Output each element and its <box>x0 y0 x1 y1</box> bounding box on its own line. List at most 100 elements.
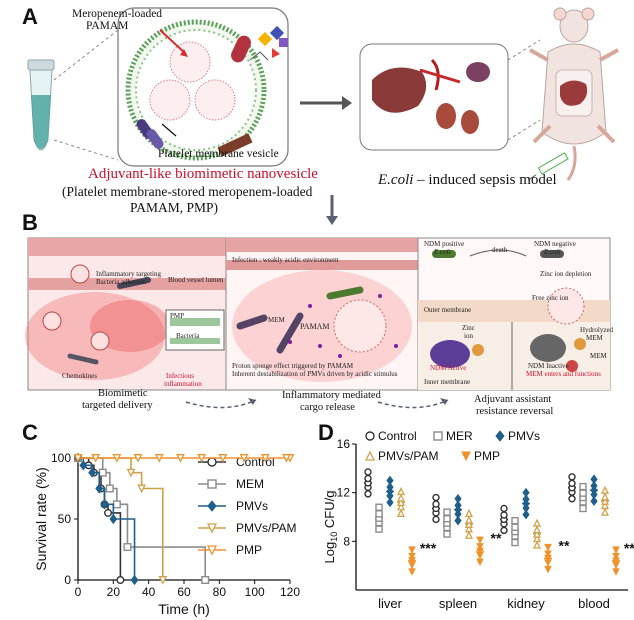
panel-a-illustration <box>27 7 619 225</box>
data-point <box>454 500 462 511</box>
legend-marker <box>207 479 217 489</box>
y-tick-label: 12 <box>337 486 351 500</box>
data-point <box>126 468 136 478</box>
data-point <box>364 474 372 483</box>
data-point <box>590 474 598 485</box>
data-point <box>116 575 125 584</box>
data-point <box>464 519 474 528</box>
pmp-box-label: PMP <box>170 312 185 320</box>
data-point <box>432 493 440 502</box>
data-point <box>443 530 451 538</box>
panel-b-illustration <box>25 237 611 409</box>
data-point <box>154 454 164 463</box>
category-label: liver <box>378 596 403 611</box>
significance-label: *** <box>624 540 634 556</box>
data-point <box>88 467 97 478</box>
data-point <box>532 533 542 543</box>
ndm-active-label: NDM Active <box>430 364 467 372</box>
nanovesicle-title: Adjuvant-like biomimetic nanovesicle <box>88 166 318 182</box>
mem-right-label: MEM <box>590 352 607 360</box>
data-point <box>112 454 122 463</box>
data-point <box>500 504 508 513</box>
legend-marker <box>206 523 218 534</box>
legend-marker <box>207 500 217 512</box>
data-point <box>522 494 530 505</box>
cargo-release-caption: cargo release <box>300 402 355 413</box>
legend-marker <box>461 451 471 462</box>
data-point <box>590 496 598 507</box>
destabilization-label: Inherent destabilization of PMVs driven … <box>232 370 398 378</box>
legend-label: PMP <box>474 449 500 463</box>
data-point <box>476 558 484 567</box>
data-point <box>532 529 542 538</box>
platelet-vesicle-icon <box>125 19 288 161</box>
data-point <box>511 523 519 531</box>
data-point <box>432 500 440 508</box>
ndm-inactive-label: NDM Inactive <box>528 362 569 370</box>
data-point <box>91 454 101 463</box>
data-point <box>396 502 406 511</box>
data-point <box>464 524 474 533</box>
data-point <box>500 511 508 519</box>
data-point <box>579 489 587 497</box>
significance-label: ** <box>491 530 502 546</box>
death-label: death <box>492 246 508 254</box>
data-point <box>100 499 109 510</box>
data-point <box>396 486 406 496</box>
legend-label: PMP <box>236 543 262 557</box>
category-label: blood <box>578 596 610 611</box>
data-point <box>396 493 406 502</box>
zinc-depletion-label: Zinc ion depletion <box>540 270 592 278</box>
data-point <box>79 460 88 471</box>
category-label: spleen <box>439 596 477 611</box>
data-point <box>544 565 552 574</box>
outer-membrane-label: Outer membrane <box>424 306 472 314</box>
legend-label: MER <box>446 429 473 443</box>
data-point <box>201 575 210 584</box>
series-line-mem <box>78 457 206 580</box>
data-point <box>568 479 576 488</box>
data-point <box>464 508 474 517</box>
zinc-label: Zinc <box>462 324 475 332</box>
inflammation-label: inflammation <box>164 380 202 388</box>
data-point <box>105 484 114 493</box>
x-tick-label: 20 <box>107 585 121 599</box>
data-point <box>544 543 552 552</box>
legend-label: PMVs <box>508 429 540 443</box>
data-point <box>612 546 620 554</box>
data-point <box>511 538 519 547</box>
data-point <box>364 490 372 498</box>
data-point <box>197 454 207 463</box>
category-label: kidney <box>507 596 545 611</box>
organs-icon <box>372 58 490 134</box>
data-point <box>532 525 542 534</box>
mouse-model-icon <box>529 7 619 181</box>
data-point <box>522 509 530 520</box>
mem-hydrolyzed-label: MEM <box>586 334 603 342</box>
y-tick-label: 50 <box>58 512 72 526</box>
legend-marker <box>365 431 375 441</box>
data-point <box>375 510 383 518</box>
data-point <box>375 525 383 533</box>
panel-letter-a: A <box>22 4 38 29</box>
y-axis-label: Log10 CFU/g <box>322 491 339 564</box>
platelet-membrane-vesicle-label: Platelet membrane vesicle <box>158 148 279 160</box>
hydrolyzed-label: Hydrolyzed <box>580 326 614 334</box>
panel-letter-c: C <box>22 420 38 445</box>
data-point <box>443 515 451 523</box>
data-point <box>408 546 416 554</box>
data-point <box>522 487 530 498</box>
data-point <box>396 497 406 507</box>
biomimetic-caption: Biomimetic <box>98 388 148 399</box>
data-point <box>282 454 291 463</box>
data-point <box>511 516 519 525</box>
resistance-reversal-caption: resistance reversal <box>476 406 554 417</box>
y-tick-label: 0 <box>64 573 71 587</box>
data-point <box>364 468 372 476</box>
data-point <box>109 513 118 525</box>
inflammatory-targeting-label: Inflammatory targeting <box>96 270 161 278</box>
data-point <box>500 526 508 535</box>
ndm-negative-label: NDM negative <box>534 240 576 248</box>
y-axis-label: Survival rate (%) <box>33 467 49 570</box>
